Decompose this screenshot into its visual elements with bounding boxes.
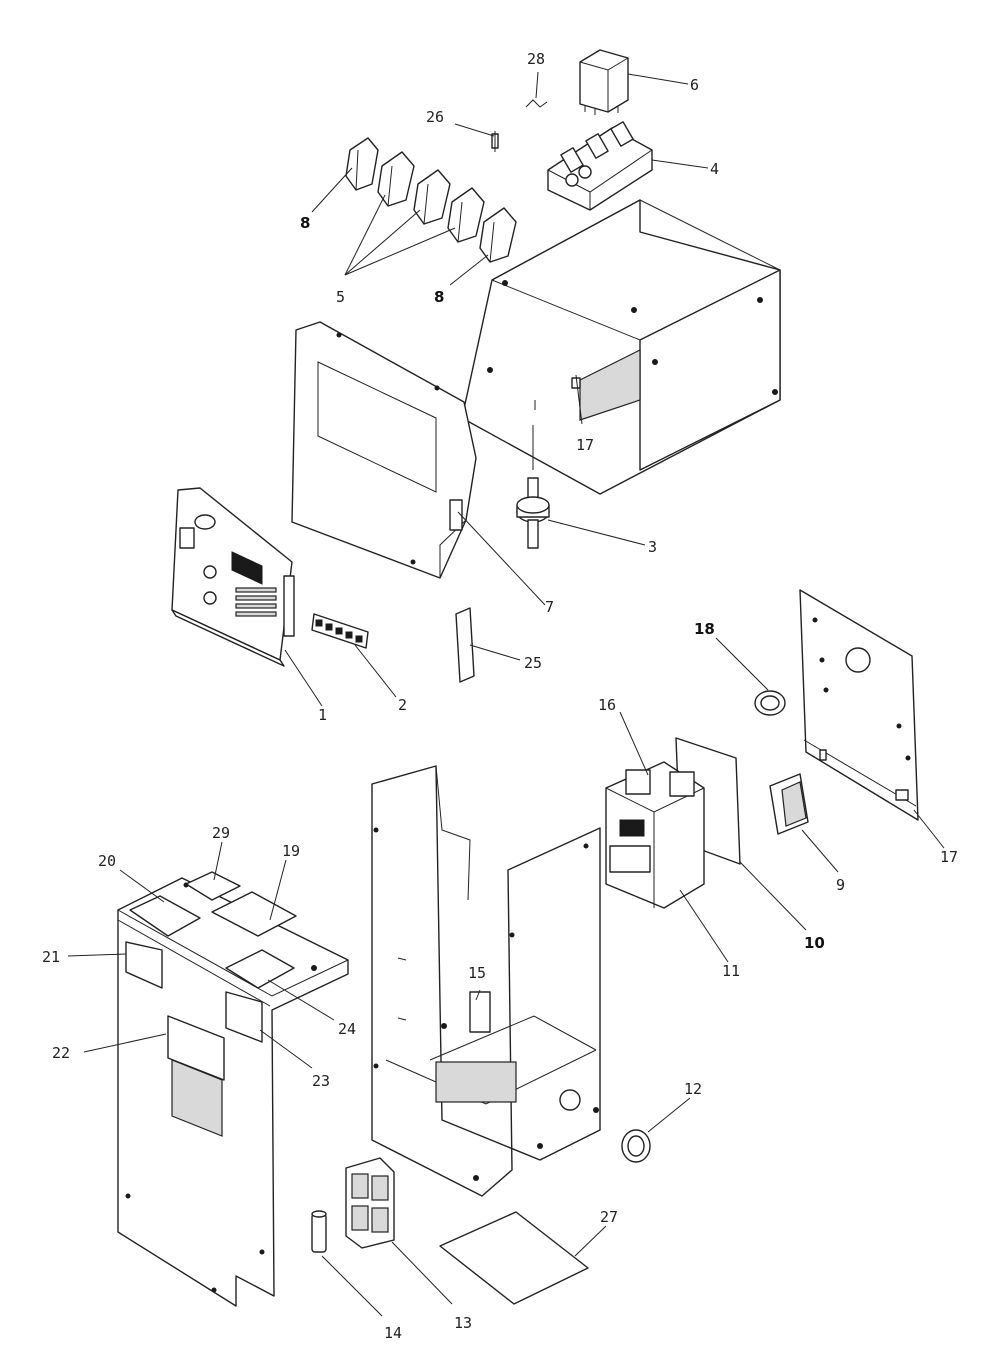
- part-2-terminal-strip: [311, 613, 369, 649]
- part-3-standoff: [516, 425, 550, 549]
- label-19: 19: [282, 842, 300, 860]
- label-27: 27: [600, 1208, 618, 1226]
- label-15: 15: [468, 964, 486, 982]
- part-18-grommet: [754, 690, 786, 716]
- upper-enclosure-box: [461, 199, 781, 495]
- part-26-pin: [491, 131, 499, 152]
- label-28: 28: [527, 50, 545, 68]
- part-5-terminal-blocks: [377, 151, 485, 243]
- part-14-fuse: [311, 1210, 327, 1253]
- part-16-11-contactor: [605, 761, 705, 909]
- mounting-plate-right: [799, 589, 919, 821]
- label-23: 23: [312, 1072, 330, 1090]
- part-15-lower-chassis: [371, 765, 601, 1197]
- label-11: 11: [722, 962, 740, 980]
- label-4: 4: [710, 160, 719, 178]
- label-25: 25: [524, 654, 542, 672]
- label-12: 12: [684, 1080, 702, 1098]
- part-13-fuse-holder: [345, 1157, 395, 1249]
- label-29: 29: [212, 824, 230, 842]
- part-28-clip: [525, 99, 548, 108]
- part-8-end-terminal-bottom: [479, 207, 517, 263]
- label-9: 9: [836, 876, 845, 894]
- part-12-grommet: [621, 1129, 651, 1163]
- label-17-lower: 17: [940, 848, 958, 866]
- label-5: 5: [336, 288, 345, 306]
- front-cover-panel: [117, 871, 349, 1307]
- part-8-end-terminal-top: [345, 137, 379, 191]
- label-8-bottom: 8: [434, 288, 444, 306]
- label-26: 26: [426, 108, 444, 126]
- label-24: 24: [338, 1020, 356, 1038]
- label-6: 6: [690, 76, 699, 94]
- part-27-cover-plate: [439, 1211, 589, 1305]
- label-7: 7: [545, 598, 554, 616]
- label-13: 13: [454, 1314, 472, 1332]
- leader-lines: [67, 71, 945, 1317]
- label-2: 2: [398, 696, 407, 714]
- label-17-upper: 17: [576, 436, 594, 454]
- part-25-strip: [455, 607, 475, 683]
- part-4-relay-base: [547, 121, 653, 211]
- callout-labels: 28 6 26 4 8 5 8 17 3 7 25 18 1 2 16 17 9…: [42, 50, 958, 1342]
- label-3: 3: [648, 538, 657, 556]
- part-9-clamp: [769, 773, 809, 835]
- label-21: 21: [42, 948, 60, 966]
- label-18: 18: [694, 620, 715, 638]
- label-10: 10: [804, 934, 825, 952]
- label-14: 14: [384, 1324, 402, 1342]
- label-16: 16: [598, 696, 616, 714]
- label-22: 22: [52, 1044, 70, 1062]
- label-1: 1: [318, 706, 327, 724]
- part-6-relay: [579, 49, 629, 115]
- part-1-control-panel: [171, 487, 295, 667]
- part-7-display-frame: [291, 321, 477, 579]
- label-8-top: 8: [300, 214, 310, 232]
- label-20: 20: [98, 852, 116, 870]
